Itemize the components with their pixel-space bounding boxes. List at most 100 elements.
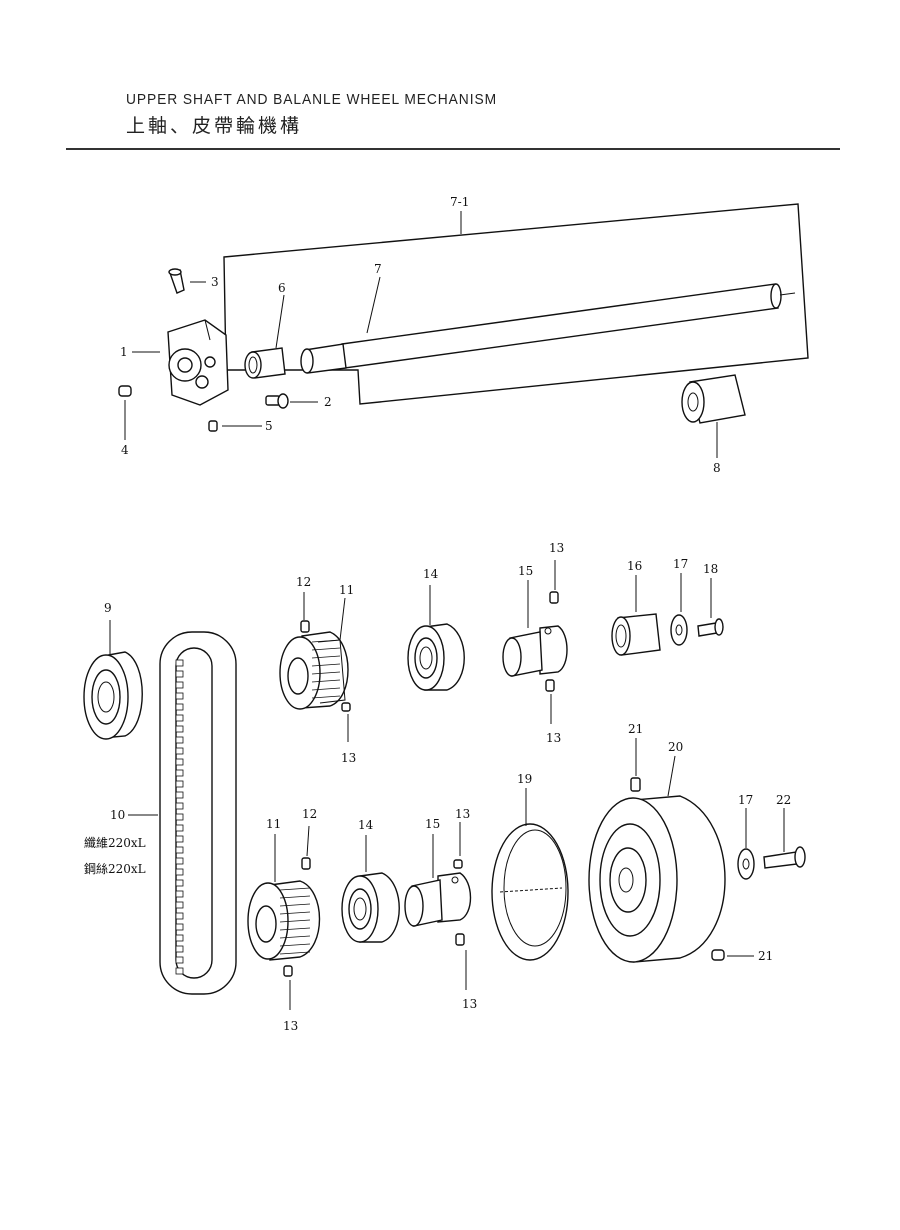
page-header: UPPER SHAFT AND BALANLE WHEEL MECHANISM … xyxy=(126,90,529,138)
callout-5: 5 xyxy=(265,419,273,433)
belt-tooth xyxy=(175,813,184,821)
pulley-rib xyxy=(311,679,341,683)
pulley-rib xyxy=(311,655,341,659)
callout-21-lower: 21 xyxy=(758,949,773,963)
callout-13-upper-a: 13 xyxy=(341,751,356,765)
belt-tooth xyxy=(175,703,184,711)
callout-1: 1 xyxy=(120,345,128,359)
title-english: UPPER SHAFT AND BALANLE WHEEL MECHANISM xyxy=(126,91,497,108)
belt-tooth xyxy=(175,934,184,942)
belt-spec-fiber: 纖維220xL xyxy=(84,836,146,850)
belt-tooth xyxy=(175,879,184,887)
set-screw-5 xyxy=(208,420,218,432)
pulley-rib xyxy=(279,887,311,891)
set-screw-12-upper xyxy=(300,620,310,633)
pulley-rib xyxy=(279,935,311,939)
pulley-rib xyxy=(279,943,311,947)
belt-tooth xyxy=(175,714,184,722)
pulley-rib xyxy=(279,895,311,899)
belt-tooth xyxy=(175,967,184,975)
callout-16: 16 xyxy=(627,559,642,573)
callout-9: 9 xyxy=(104,601,112,615)
callout-22: 22 xyxy=(776,793,791,807)
set-screw-13-lower-b xyxy=(453,859,463,869)
screw-22 xyxy=(763,846,806,869)
callout-15-upper: 15 xyxy=(518,564,533,578)
belt-tooth xyxy=(175,923,184,931)
bushing-6 xyxy=(244,347,286,379)
header-rule xyxy=(66,148,840,150)
callout-17-upper: 17 xyxy=(673,557,688,571)
callout-11-upper: 11 xyxy=(339,583,354,597)
pulley-rib xyxy=(311,647,341,651)
collar-15-lower xyxy=(404,872,472,927)
belt-tooth xyxy=(175,956,184,964)
callout-20: 20 xyxy=(668,740,683,754)
belt-tooth xyxy=(175,659,184,667)
bushing-16 xyxy=(611,613,661,656)
callout-6: 6 xyxy=(278,281,286,295)
callout-4: 4 xyxy=(121,443,129,457)
belt-tooth xyxy=(175,791,184,799)
screw-2 xyxy=(265,393,289,409)
callout-8: 8 xyxy=(713,461,721,475)
belt-tooth xyxy=(175,670,184,678)
callout-17-lower: 17 xyxy=(738,793,753,807)
pulley-rib xyxy=(279,919,311,923)
washer-17-lower xyxy=(737,848,755,880)
crank-1 xyxy=(167,319,229,406)
callout-19: 19 xyxy=(517,772,532,786)
belt-19 xyxy=(491,823,569,961)
upper-shaft xyxy=(300,283,796,374)
callout-13-upper-c: 13 xyxy=(546,731,561,745)
belt-tooth xyxy=(175,857,184,865)
bearing-14-lower xyxy=(341,872,400,943)
callout-13-lower-b: 13 xyxy=(455,807,470,821)
bearing-9 xyxy=(83,651,143,740)
belt-spec-steel: 鋼絲220xL xyxy=(84,861,146,876)
belt-tooth xyxy=(175,802,184,810)
set-screw-12-lower xyxy=(301,857,311,870)
callout-12-upper: 12 xyxy=(296,575,311,589)
belt-tooth xyxy=(175,780,184,788)
pulley-rib xyxy=(279,911,311,915)
belt-tooth xyxy=(175,846,184,854)
bearing-14-upper xyxy=(407,623,465,691)
callout-13-lower-a: 13 xyxy=(283,1019,298,1033)
callout-11-lower: 11 xyxy=(266,817,281,831)
pulley-ribs xyxy=(279,639,341,955)
pulley-rib xyxy=(311,695,341,699)
set-screw-4 xyxy=(118,385,132,397)
callout-2: 2 xyxy=(324,395,332,409)
bushing-8 xyxy=(681,374,746,424)
belt-tooth xyxy=(175,890,184,898)
pulley-rib xyxy=(279,903,311,907)
set-screw-21-lower xyxy=(711,949,725,961)
pulley-rib xyxy=(279,951,311,955)
set-screw-21-upper xyxy=(630,777,641,792)
belt-tooth xyxy=(175,736,184,744)
belt-teeth xyxy=(175,659,184,975)
callout-3: 3 xyxy=(211,275,219,289)
set-screw-13-lower-c xyxy=(455,933,465,946)
callout-13-upper-b: 13 xyxy=(549,541,564,555)
belt-tooth xyxy=(175,835,184,843)
set-screw-13-upper-c xyxy=(545,679,555,692)
pulley-rib xyxy=(311,671,341,675)
collar-15-upper xyxy=(502,625,568,677)
callout-7: 7 xyxy=(374,262,382,276)
belt-tooth xyxy=(175,912,184,920)
belt-tooth xyxy=(175,747,184,755)
set-screw-13-upper-b xyxy=(549,591,559,604)
pulley-rib xyxy=(311,639,341,643)
callout-13-lower-c: 13 xyxy=(462,997,477,1011)
pulley-rib xyxy=(311,687,341,691)
callout-21-upper: 21 xyxy=(628,722,643,736)
belt-tooth xyxy=(175,945,184,953)
set-screw-13-upper-a xyxy=(341,702,351,712)
belt-tooth xyxy=(175,758,184,766)
belt-tooth xyxy=(175,868,184,876)
callout-15-lower: 15 xyxy=(425,817,440,831)
belt-tooth xyxy=(175,681,184,689)
